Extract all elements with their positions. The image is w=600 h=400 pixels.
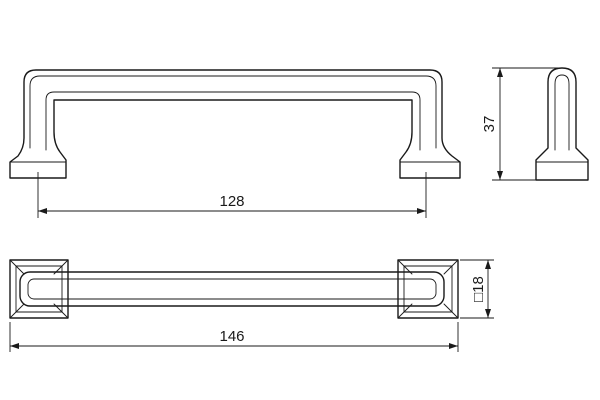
front-view [9, 69, 461, 179]
side-view-handle-outline [535, 67, 589, 181]
side-view-inner-edge-line [554, 74, 570, 151]
base-square-dimension: □18 [460, 259, 494, 319]
height-arrow-bottom [497, 171, 503, 180]
height-dimension: 37 [481, 67, 562, 181]
side-view [535, 67, 589, 181]
top-view-right-base [397, 259, 459, 319]
top-view-right-base-inner [403, 265, 453, 313]
center-distance-arrow-right [417, 208, 426, 214]
base-square-arrow-bottom [485, 309, 491, 318]
height-label: 37 [481, 116, 498, 133]
top-view-left-base-corner-tl [9, 259, 25, 275]
front-view-outer-edge-line [29, 75, 437, 149]
height-arrow-top [497, 68, 503, 77]
overall-length-arrow-right [449, 343, 458, 349]
top-view-left-base-inner [15, 265, 63, 313]
front-view-inner-edge-line [45, 91, 421, 151]
front-view-handle-outline [9, 69, 461, 179]
top-view-left-base-corner-bl [9, 303, 25, 319]
overall-length-arrow-left [10, 343, 19, 349]
base-square-arrow-top [485, 260, 491, 269]
overall-length-label: 146 [219, 328, 244, 345]
top-view-right-base-corner-br [443, 303, 459, 319]
square-symbol: □ [470, 293, 487, 302]
center-distance-dimension: 128 [37, 172, 427, 218]
top-view-left-base [9, 259, 69, 319]
top-view-grip-bar [19, 271, 445, 307]
overall-length-dimension: 146 [9, 322, 459, 352]
top-view [9, 259, 459, 319]
top-view-grip-bar-inner [27, 278, 437, 300]
base-square-value: 18 [470, 276, 487, 293]
center-distance-arrow-left [38, 208, 47, 214]
center-distance-label: 128 [219, 193, 244, 210]
base-square-label: □18 [470, 276, 487, 302]
top-view-right-base-corner-tr [443, 259, 459, 275]
